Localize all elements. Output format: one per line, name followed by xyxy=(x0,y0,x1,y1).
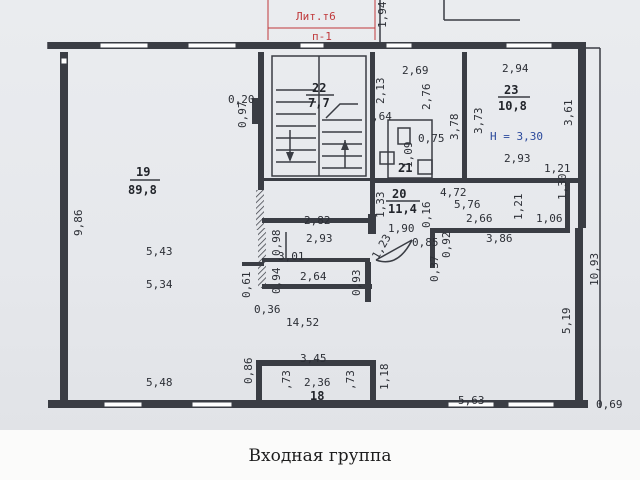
dim-label: 0,93 xyxy=(350,270,363,297)
dim-label: 2,93 xyxy=(504,152,531,165)
dim-label: 1,21 xyxy=(512,194,525,221)
dim-label: 0,86 xyxy=(242,358,255,385)
dim-label: 0,94 xyxy=(270,267,283,294)
dim-label: 2,69 xyxy=(402,64,429,77)
dim-label: 3,86 xyxy=(486,232,513,245)
dim-label: 3,45 xyxy=(300,352,327,365)
dim-label: 5,34 xyxy=(146,278,173,291)
dim-label: 2,82 xyxy=(304,214,331,227)
dim-label: 1,30 xyxy=(556,174,569,201)
doors xyxy=(285,232,413,263)
dim-label: 3,73 xyxy=(472,108,485,135)
room-number: 23 xyxy=(504,83,518,97)
dim-label: 2,36 xyxy=(304,376,331,389)
room-number: 20 xyxy=(392,187,406,201)
dim-label: 5,19 xyxy=(560,308,573,335)
caption-area xyxy=(0,430,640,480)
dim-label: 5,76 xyxy=(454,198,481,211)
top-annex xyxy=(267,0,520,48)
dim-label: 0,37 xyxy=(428,256,441,283)
dim-label: 0,75 xyxy=(418,132,445,145)
dim-label: 1,94 xyxy=(376,1,389,28)
room-number: 19 xyxy=(136,165,150,179)
dim-label: 1,09 xyxy=(402,142,415,169)
dim-label: 4,72 xyxy=(440,186,467,199)
dim-label: 0,98 xyxy=(270,230,283,257)
room-area: 7,7 xyxy=(308,96,330,110)
dim-label: 0,69 xyxy=(596,398,623,411)
dim-label: 10,93 xyxy=(588,253,601,286)
dim-label: 5,48 xyxy=(146,376,173,389)
bath-fixtures xyxy=(379,119,433,179)
dim-label: 9,86 xyxy=(72,210,85,237)
stairs xyxy=(271,55,367,177)
dim-label: 0,61 xyxy=(240,272,253,299)
windows xyxy=(60,42,555,408)
dim-label: 2,13 xyxy=(374,78,387,105)
dim-label: 2,94 xyxy=(502,62,529,75)
plan-paper xyxy=(0,0,640,430)
dim-label: 1,06 xyxy=(536,212,563,225)
plan-caption: Входная группа xyxy=(248,446,392,466)
dim-label: 3,78 xyxy=(448,114,461,141)
room-area: 89,8 xyxy=(128,183,157,197)
dim-label: 1,23 xyxy=(369,232,394,261)
dim-label: 3,61 xyxy=(562,100,575,127)
dim-label: 5,63 xyxy=(458,394,485,407)
dim-label: 0,20 xyxy=(228,93,255,106)
dim-label: 2,76 xyxy=(420,84,433,111)
floor-plan: Лит.т6 п-1 1,94 19 89,8 22 7,7 23 10,8 2… xyxy=(47,0,623,411)
dim-label: 0,16 xyxy=(420,202,433,229)
dim-label: 0,85 xyxy=(412,236,439,249)
dim-label: 0,92 xyxy=(440,232,453,259)
dim-label: 2,66 xyxy=(466,212,493,225)
ceiling-height-note: H = 3,30 xyxy=(490,130,543,143)
interior-walls xyxy=(242,52,580,404)
dim-label: 1,21 xyxy=(544,162,571,175)
room-area: 10,8 xyxy=(498,99,527,113)
room-area: 11,4 xyxy=(388,202,417,216)
dim-label: 3,01 xyxy=(278,250,305,263)
floor-label: п-1 xyxy=(312,30,332,43)
room-number: 18 xyxy=(310,389,324,403)
dim-label: 2,93 xyxy=(306,232,333,245)
dim-label: 2,64 xyxy=(300,270,327,283)
dim-label: 5,43 xyxy=(146,245,173,258)
dim-label: ,64 xyxy=(372,110,392,123)
dim-label: 0,36 xyxy=(254,303,281,316)
dim-label: 14,52 xyxy=(286,316,319,329)
room-number: 21 xyxy=(398,161,412,175)
dim-label: 0,97 xyxy=(236,102,249,129)
dim-label: 1,18 xyxy=(378,364,391,391)
labels: Лит.т6 п-1 1,94 19 89,8 22 7,7 23 10,8 2… xyxy=(72,1,623,411)
dim-label: 1,33 xyxy=(374,192,387,219)
room-number: 22 xyxy=(312,81,326,95)
dim-label: ,73 xyxy=(344,370,357,390)
lit-label: Лит.т6 xyxy=(296,10,336,23)
dim-label: ,73 xyxy=(280,370,293,390)
dim-label: 1,90 xyxy=(388,222,415,235)
